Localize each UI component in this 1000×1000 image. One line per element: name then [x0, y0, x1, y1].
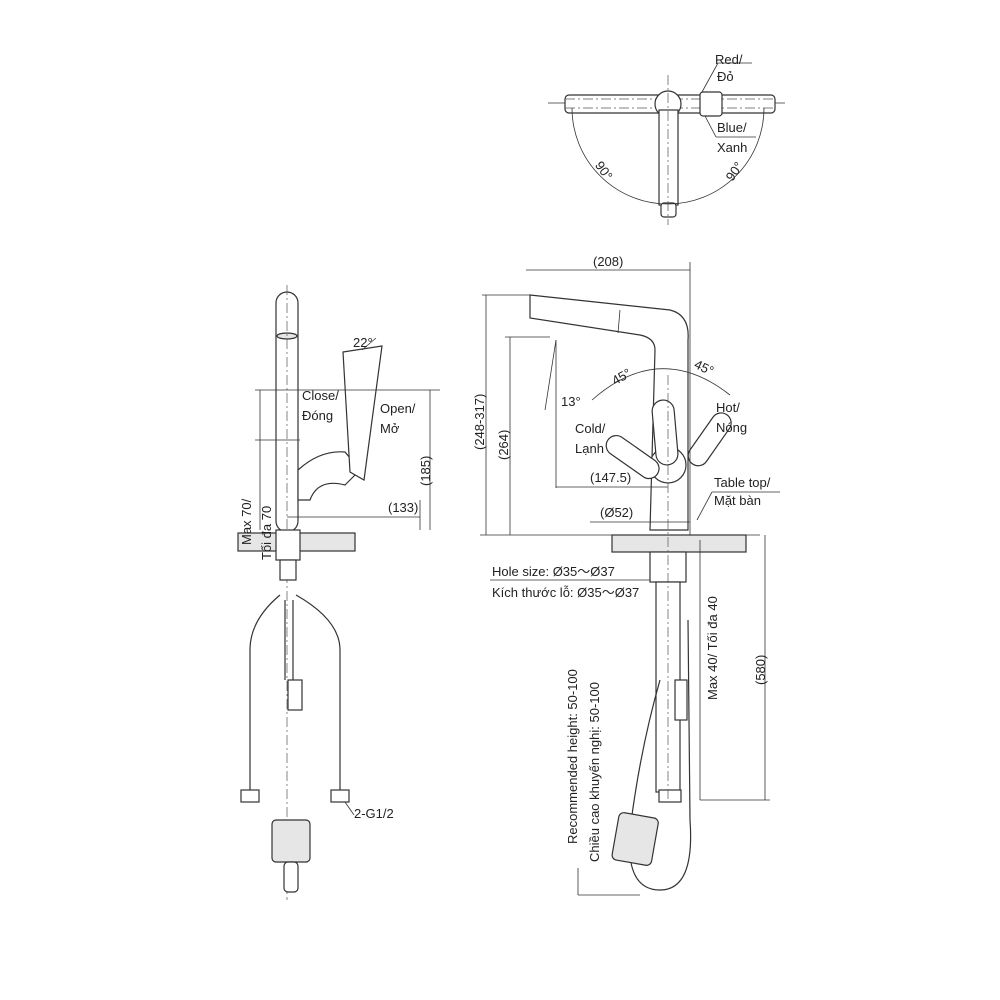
- table-top-label: Table top/: [714, 475, 771, 490]
- dim-52: (Ø52): [600, 505, 633, 520]
- dim-248-317: (248-317): [472, 394, 487, 450]
- open-vi-label: Mở: [380, 421, 400, 436]
- blue-vi-label: Xanh: [717, 140, 747, 155]
- blue-label: Blue/: [717, 120, 747, 135]
- front-view: (208) (248-317) (264) 13° 45° 45° Hot/ N…: [472, 254, 780, 896]
- close-label: Close/: [302, 388, 339, 403]
- cold-vi-label: Lạnh: [575, 441, 604, 456]
- close-vi-label: Đóng: [302, 408, 333, 423]
- dim-147-5: (147.5): [590, 470, 631, 485]
- angle-13-label: 13°: [561, 394, 581, 409]
- max70-label: Max 70/: [239, 498, 254, 545]
- dim-185: (185): [418, 456, 433, 486]
- angle-90-left: 90°: [592, 158, 616, 183]
- dim-580: (580): [753, 655, 768, 685]
- recommended-height-vi-label: Chiều cao khuyến nghị: 50-100: [587, 682, 602, 862]
- side-view: 22° Close/ Đóng Open/ Mở (185) (133) Max…: [237, 285, 440, 900]
- hole-size-vi-label: Kích thước lỗ: Ø35～Ø37: [492, 585, 639, 600]
- dim-208: (208): [593, 254, 623, 269]
- cold-label: Cold/: [575, 421, 606, 436]
- max70-vi-label: Tối đa 70: [259, 506, 274, 560]
- hot-vi-label: Nóng: [716, 420, 747, 435]
- red-vi-label: Đỏ: [717, 69, 734, 84]
- angle-22-label: 22°: [353, 335, 373, 350]
- recommended-height-label: Recommended height: 50-100: [565, 669, 580, 844]
- top-view: Red/ Đỏ Blue/ Xanh 90° 90°: [548, 52, 785, 225]
- open-label: Open/: [380, 401, 416, 416]
- angle-90-right: 90°: [722, 159, 746, 184]
- dim-133: (133): [388, 500, 418, 515]
- red-label: Red/: [715, 52, 743, 67]
- hole-size-label: Hole size: Ø35～Ø37: [492, 564, 615, 579]
- hot-label: Hot/: [716, 400, 740, 415]
- max40-label: Max 40/ Tối đa 40: [705, 596, 720, 700]
- dim-264: (264): [496, 430, 511, 460]
- table-top-vi-label: Mặt bàn: [714, 493, 761, 508]
- thread-label: 2-G1/2: [354, 806, 394, 821]
